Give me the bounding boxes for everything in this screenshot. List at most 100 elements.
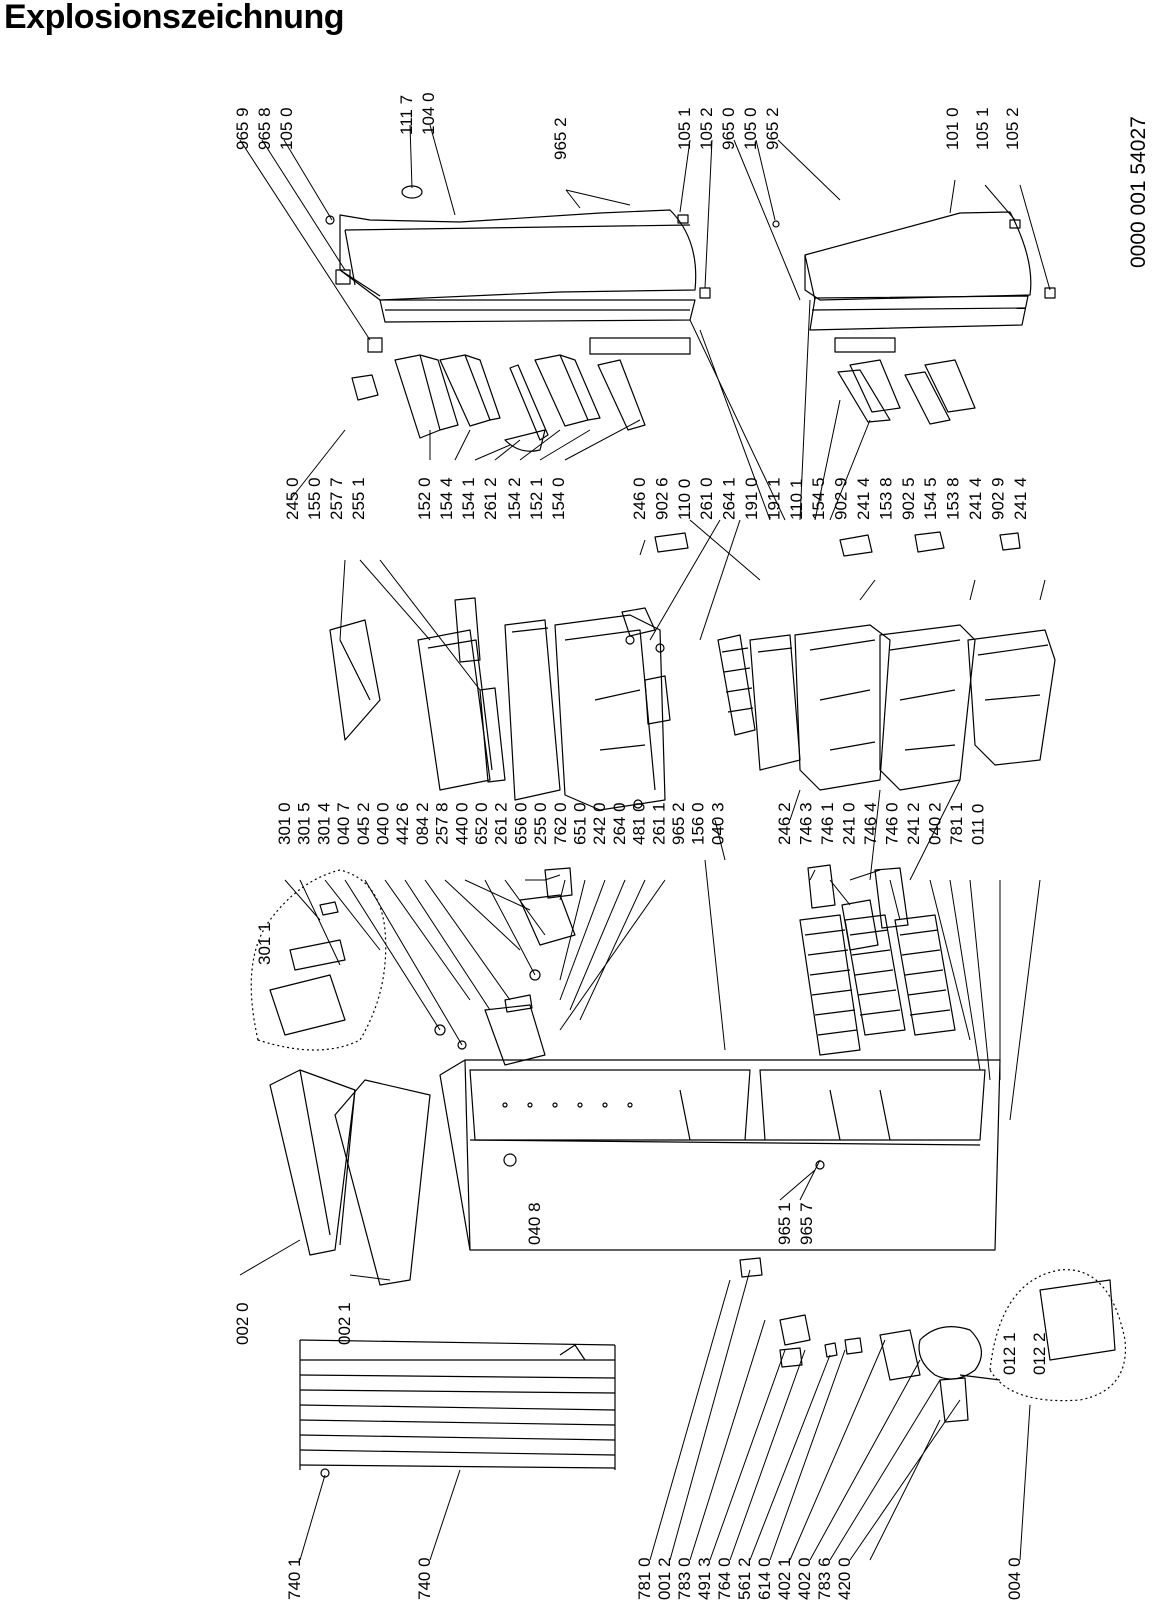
part-number-label: 105 2 xyxy=(697,107,716,150)
part-number-label: 261 2 xyxy=(481,477,500,520)
part-number-label: 154 5 xyxy=(809,477,828,520)
part-number-label: 902 5 xyxy=(899,477,918,520)
part-number-label: 261 1 xyxy=(649,802,668,845)
part-number-label: 614 0 xyxy=(755,1557,774,1600)
part-number-label: 257 7 xyxy=(327,477,346,520)
part-number-label: 781 0 xyxy=(635,1557,654,1600)
part-number-label: 001 2 xyxy=(655,1557,674,1600)
control-panel-group xyxy=(250,869,387,1051)
part-number-label: 561 2 xyxy=(735,1557,754,1600)
part-number-label: 002 0 xyxy=(233,1302,252,1345)
part-number-label: 762 0 xyxy=(551,802,570,845)
part-number-label: 902 6 xyxy=(652,477,671,520)
part-number-label: 191 0 xyxy=(742,477,761,520)
part-number-label: 402 0 xyxy=(795,1557,814,1600)
part-number-label: 191 1 xyxy=(764,477,783,520)
part-number-label: 105 1 xyxy=(675,107,694,150)
part-number-label: 110 0 xyxy=(675,479,694,520)
part-number-label: 012 1 xyxy=(1000,1332,1019,1375)
part-number-label: 746 3 xyxy=(797,802,816,845)
part-number-label: 257 8 xyxy=(433,802,452,845)
part-number-label: 442 6 xyxy=(393,802,412,845)
part-number-label: 104 0 xyxy=(419,92,438,135)
part-number-label: 241 0 xyxy=(840,802,859,845)
part-number-label: 902 9 xyxy=(832,477,851,520)
part-number-label: 965 1 xyxy=(775,1202,794,1245)
drip-tray-group xyxy=(989,1269,1127,1402)
part-number-label: 420 0 xyxy=(835,1557,854,1600)
part-number-label: 002 1 xyxy=(335,1302,354,1345)
part-number-label: 153 8 xyxy=(944,477,963,520)
part-number-label: 746 4 xyxy=(861,802,880,845)
part-number-label: 241 4 xyxy=(966,477,985,520)
part-number-label: 155 0 xyxy=(305,477,324,520)
part-number-label: 965 2 xyxy=(669,802,688,845)
part-number-label: 301 0 xyxy=(275,802,294,845)
part-number-label: 261 0 xyxy=(697,477,716,520)
part-number-label: 781 1 xyxy=(947,802,966,845)
part-number-label: 152 0 xyxy=(415,477,434,520)
door-balconies xyxy=(394,337,976,452)
part-number-label: 111 7 xyxy=(397,95,416,135)
part-number-label: 965 2 xyxy=(551,117,570,160)
part-number-label: 105 0 xyxy=(741,107,760,150)
evaporator-grids xyxy=(799,864,956,1056)
shelves-glass xyxy=(329,597,561,801)
top-covers xyxy=(269,1069,431,1286)
part-number-label: 152 1 xyxy=(527,477,546,520)
part-number-label: 246 2 xyxy=(775,802,794,845)
part-number-label: 101 0 xyxy=(943,107,962,150)
part-number-label: 012 2 xyxy=(1030,1332,1049,1375)
part-number-label: 011 0 xyxy=(969,804,988,845)
part-number-label: 652 0 xyxy=(472,802,491,845)
door-hardware xyxy=(325,214,1056,353)
part-number-label: 154 0 xyxy=(549,477,568,520)
condenser-coil xyxy=(299,1339,616,1478)
fridge-door-upper xyxy=(339,185,697,323)
part-number-label: 040 2 xyxy=(926,802,945,845)
part-number-label: 153 8 xyxy=(876,477,895,520)
cabinet-body xyxy=(439,1059,1001,1251)
part-number-label: 255 0 xyxy=(531,802,550,845)
part-number-label: 110 1 xyxy=(787,479,806,520)
part-number-label: 656 0 xyxy=(511,802,530,845)
part-number-label: 965 2 xyxy=(763,107,782,150)
part-number-label: 040 8 xyxy=(525,1202,544,1245)
part-number-label: 965 7 xyxy=(797,1202,816,1245)
part-number-label: 241 4 xyxy=(1011,477,1030,520)
drawing-number: 0000 001 54027 xyxy=(1127,116,1150,268)
ice-tray xyxy=(351,374,379,401)
part-number-label: 402 1 xyxy=(775,1557,794,1600)
freezer-drawers xyxy=(717,624,1056,791)
part-number-label: 264 1 xyxy=(720,477,739,520)
small-grilles xyxy=(654,531,1021,557)
part-number-label: 242 0 xyxy=(590,802,609,845)
part-number-label: 105 0 xyxy=(277,107,296,150)
part-number-label: 301 5 xyxy=(295,802,314,845)
part-number-label: 783 6 xyxy=(815,1557,834,1600)
part-number-label: 105 1 xyxy=(973,107,992,150)
part-number-label: 965 9 xyxy=(233,107,252,150)
crisper-drawers xyxy=(554,607,671,811)
part-number-label: 301 4 xyxy=(314,802,333,845)
part-number-label: 084 2 xyxy=(413,802,432,845)
compressor-assembly xyxy=(739,1257,1001,1423)
part-number-label: 740 1 xyxy=(285,1557,304,1600)
part-number-label: 740 0 xyxy=(415,1557,434,1600)
part-number-label: 156 0 xyxy=(689,802,708,845)
part-number-label: 246 0 xyxy=(630,477,649,520)
part-number-label: 264 0 xyxy=(610,802,629,845)
part-number-label: 040 7 xyxy=(334,802,353,845)
part-number-label: 481 0 xyxy=(630,802,649,845)
part-number-label: 965 8 xyxy=(255,107,274,150)
part-number-label: 245 0 xyxy=(283,477,302,520)
part-number-label: 301 1 xyxy=(255,922,274,965)
part-number-label: 440 0 xyxy=(452,802,471,845)
part-number-label: 241 4 xyxy=(854,477,873,520)
part-number-label: 902 9 xyxy=(988,477,1007,520)
part-number-label: 783 0 xyxy=(675,1557,694,1600)
part-number-label: 154 4 xyxy=(437,477,456,520)
page-title: Explosionszeichnung xyxy=(4,0,344,36)
part-number-label: 154 5 xyxy=(921,477,940,520)
